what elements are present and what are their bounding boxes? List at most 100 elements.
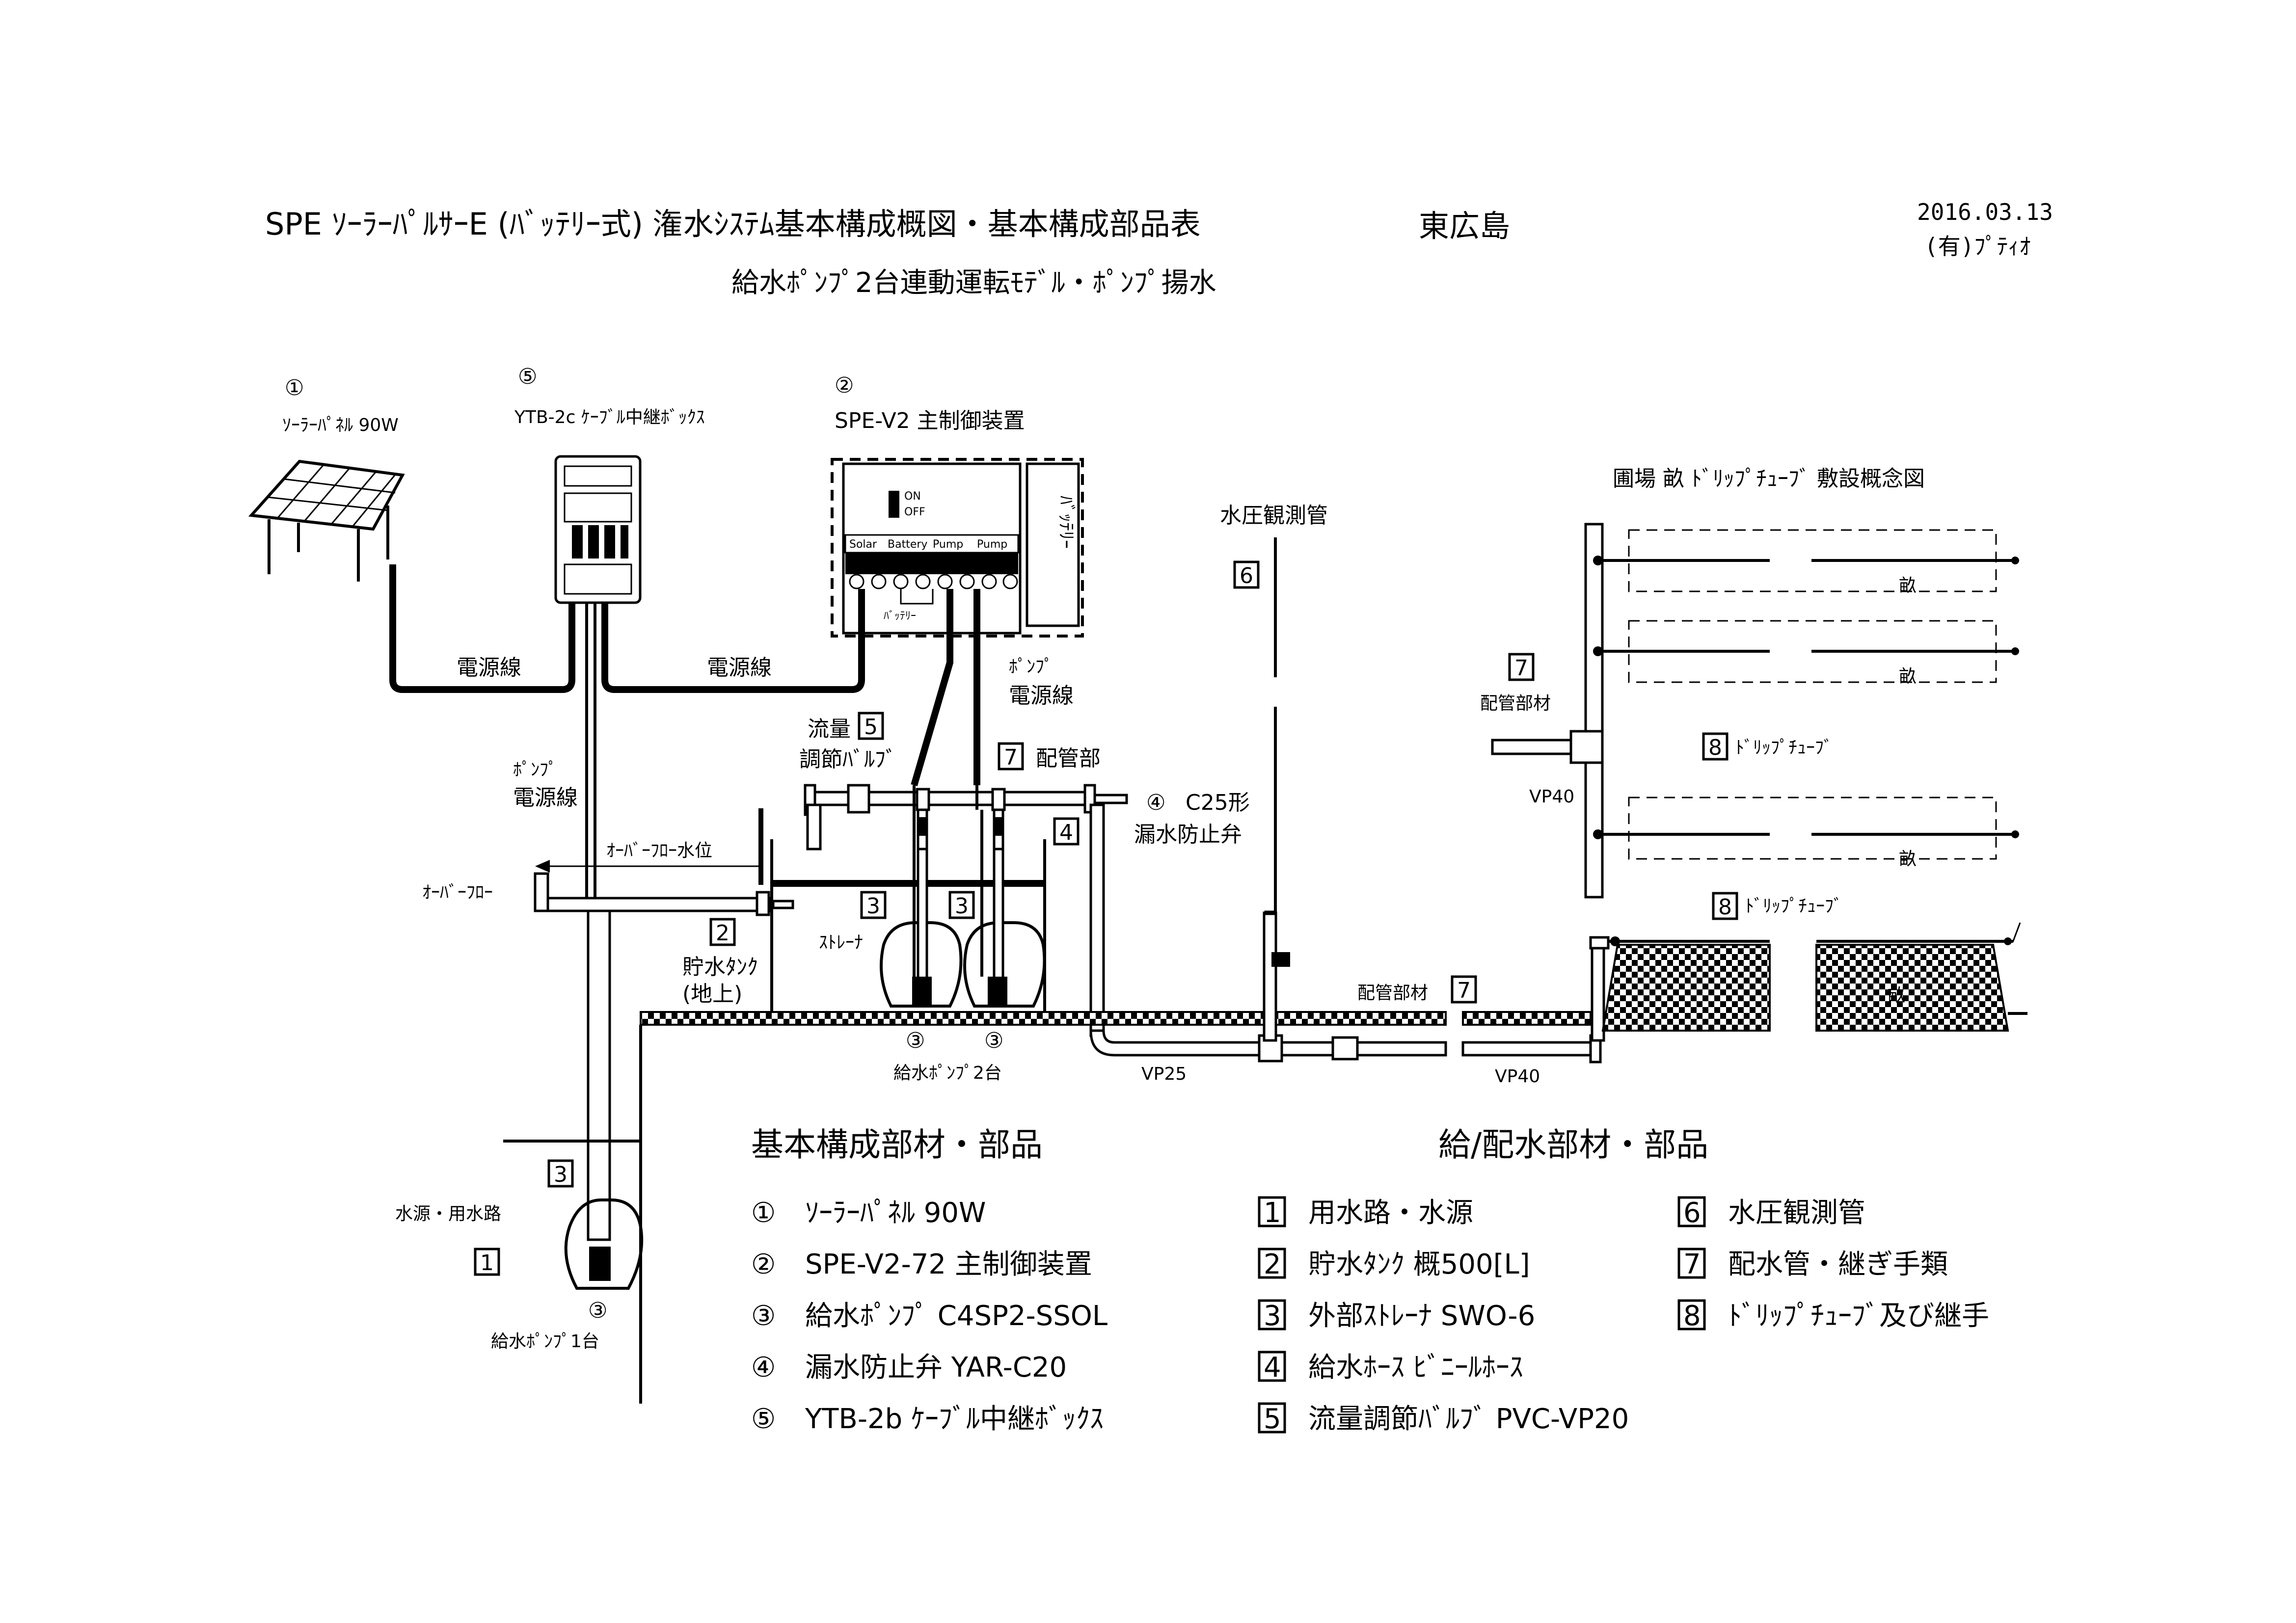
part-right-text: 貯水ﾀﾝｸ 概500[L]: [1308, 1249, 1530, 1280]
overflow-pipe: [534, 872, 794, 1241]
power-cables: [389, 564, 980, 786]
part-left-num: ①: [751, 1197, 776, 1229]
part-left-num: ④: [751, 1352, 776, 1384]
part-right-num: 4: [1264, 1352, 1281, 1384]
pressure-pipe-box: [1233, 560, 1260, 589]
part-right-text: 外部ｽﾄﾚｰﾅ SWO-6: [1308, 1300, 1535, 1332]
drip-box-2: [1712, 892, 1738, 920]
part-right-text: 用水路・水源: [1308, 1197, 1473, 1229]
piping-material-label: 配管部材: [1357, 983, 1428, 1003]
tank-ground-label: (地上): [682, 982, 742, 1007]
part-left-num: ③: [751, 1300, 776, 1332]
piping-num: 7: [1004, 745, 1018, 770]
pump-number-a: ③: [906, 1028, 925, 1053]
part-right-num: 7: [1683, 1249, 1701, 1280]
date-label: 2016.03.13: [1917, 199, 2053, 225]
drip-box-1: [1702, 732, 1729, 761]
strainer-box-2: [948, 891, 975, 919]
strainer-num-1: 3: [866, 894, 880, 919]
pump-power-label-1: ﾎﾟﾝﾌﾟ: [513, 760, 557, 780]
pressure-pipe-num: 6: [1240, 563, 1253, 588]
c25-label: C25形: [1186, 790, 1250, 815]
pump-power-label-2: 電源線: [513, 785, 578, 810]
field-title: 圃場 畝 ﾄﾞﾘｯﾌﾟﾁｭｰﾌﾞ 敷設概念図: [1613, 466, 1925, 491]
parts-left-heading: 基本構成部材・部品: [751, 1126, 1043, 1164]
cable-junction-box: ⑤ YTB-2c ｹｰﾌﾞﾙ中継ﾎﾞｯｸｽ: [514, 364, 705, 604]
power-line-right: 電源線: [707, 655, 772, 680]
field-piping-box: [1508, 653, 1535, 681]
diagram-subtitle: 給水ﾎﾟﾝﾌﾟ2台連動運転ﾓﾃﾞﾙ・ﾎﾟﾝﾌﾟ揚水: [731, 267, 1216, 299]
solar-panel: ① ｿｰﾗｰﾊﾟﾈﾙ 90W: [248, 375, 405, 582]
controller-label: SPE-V2 主制御装置: [835, 408, 1025, 433]
part-left-text: 漏水防止弁 YAR-C20: [805, 1352, 1067, 1384]
part-left-text: YTB-2b ｹｰﾌﾞﾙ中継ﾎﾞｯｸｽ: [805, 1403, 1104, 1435]
part-right-text: 給水ﾎｰｽ ﾋﾞﾆｰﾙﾎｰｽ: [1308, 1352, 1523, 1384]
pump1-label: 給水ﾎﾟﾝﾌﾟ1台: [491, 1331, 599, 1352]
drip-num-1: 8: [1708, 735, 1722, 760]
leak-valve-label: 漏水防止弁: [1134, 822, 1242, 847]
terminal-pump-1: Pump: [933, 538, 963, 551]
field-piping-num: 7: [1514, 656, 1528, 681]
piping-material-box: [1451, 975, 1477, 1004]
part-right-num: 2: [1264, 1249, 1281, 1280]
part-left-text: 給水ﾎﾟﾝﾌﾟ C4SP2-SSOL: [805, 1300, 1107, 1332]
part-right-text: 水圧観測管: [1728, 1197, 1865, 1229]
cable-box-number: ⑤: [518, 364, 537, 389]
strainer-label: ｽﾄﾚｰﾅ: [819, 932, 863, 953]
field-piping-label: 配管部材: [1480, 693, 1551, 714]
battery-small-label: ﾊﾞｯﾃﾘｰ: [884, 610, 916, 622]
part-left-text: SPE-V2-72 主制御装置: [805, 1249, 1092, 1280]
source-strainer-num: 3: [554, 1162, 567, 1187]
pump-power-label-3: ﾎﾟﾝﾌﾟ: [1009, 657, 1053, 677]
flow-valve-num: 5: [864, 715, 878, 740]
company-label: (有)ﾌﾟﾃｨｵ: [1924, 233, 2030, 260]
distribution-pipe: [1089, 910, 1610, 1064]
drip-label-1: ﾄﾞﾘｯﾌﾟﾁｭｰﾌﾞ: [1735, 738, 1833, 758]
part-left-num: ⑤: [751, 1403, 776, 1435]
part-right-num: 8: [1683, 1300, 1701, 1332]
pump-power-label-4: 電源線: [1009, 683, 1074, 708]
flow-label: 流量: [808, 717, 851, 742]
battery-label: ﾊﾞｯﾃﾘｰ: [1056, 496, 1076, 549]
part-right-text: 配水管・継ぎ手類: [1728, 1249, 1948, 1280]
terminal-battery: Battery: [888, 538, 927, 551]
drip-num-2: 8: [1718, 895, 1732, 920]
vp25-label: VP25: [1141, 1064, 1187, 1084]
part-right-text: ﾄﾞﾘｯﾌﾟﾁｭｰﾌﾞ及び継手: [1728, 1300, 1989, 1332]
pumps2-label: 給水ﾎﾟﾝﾌﾟ2台: [893, 1063, 1002, 1083]
part-right-num: 3: [1264, 1300, 1281, 1332]
main-controller: ② SPE-V2 主制御装置 ON OFF Solar Battery Pump…: [831, 373, 1084, 638]
field-layout: [1491, 523, 2019, 899]
water-source-num: 1: [480, 1251, 494, 1276]
drip-label-2: ﾄﾞﾘｯﾌﾟﾁｭｰﾌﾞ: [1745, 896, 1842, 916]
flow-valve-label: 調節ﾊﾞﾙﾌﾞ: [799, 747, 896, 772]
part-right-num: 5: [1264, 1403, 1281, 1435]
pump1-number: ③: [588, 1298, 607, 1323]
water-source-box: [474, 1248, 500, 1276]
pressure-pipe-label: 水圧観測管: [1220, 503, 1328, 528]
source-strainer-box: [547, 1159, 574, 1188]
parts-right-list: 1 用水路・水源 2 貯水ﾀﾝｸ 概500[L] 3 外部ｽﾄﾚｰﾅ SWO-6…: [1258, 1196, 1989, 1435]
piping-material-num: 7: [1457, 978, 1471, 1003]
piping-box: [998, 742, 1024, 771]
ridge-label-section: 畝: [1888, 985, 1905, 1006]
supply-pipe: [804, 784, 1128, 1037]
source-pump: [564, 1198, 644, 1290]
tank-num: 2: [716, 921, 729, 946]
pump-number-b: ③: [984, 1028, 1003, 1053]
switch-off: OFF: [904, 506, 925, 518]
tank-pumps: [880, 785, 1046, 1008]
part-left-text: ｿｰﾗｰﾊﾟﾈﾙ 90W: [805, 1197, 986, 1229]
parts-right-heading: 給/配水部材・部品: [1438, 1126, 1708, 1164]
ridge-label-3: 畝: [1899, 849, 1917, 869]
leak-valve-number: ④: [1146, 790, 1165, 815]
power-line-left: 電源線: [457, 655, 521, 680]
terminal-pump-2: Pump: [977, 538, 1007, 551]
diagram-title: SPE ｿｰﾗｰﾊﾟﾙｻｰE (ﾊﾞｯﾃﾘｰ式) 潅水ｼｽﾃﾑ基本構成概図・基本…: [265, 206, 1201, 242]
terminal-solar: Solar: [849, 538, 877, 551]
location-label: 東広島: [1419, 208, 1510, 244]
vp40-field-label: VP40: [1529, 787, 1574, 807]
solar-panel-label: ｿｰﾗｰﾊﾟﾈﾙ 90W: [282, 415, 399, 435]
vp40-ground-label: VP40: [1495, 1066, 1540, 1087]
